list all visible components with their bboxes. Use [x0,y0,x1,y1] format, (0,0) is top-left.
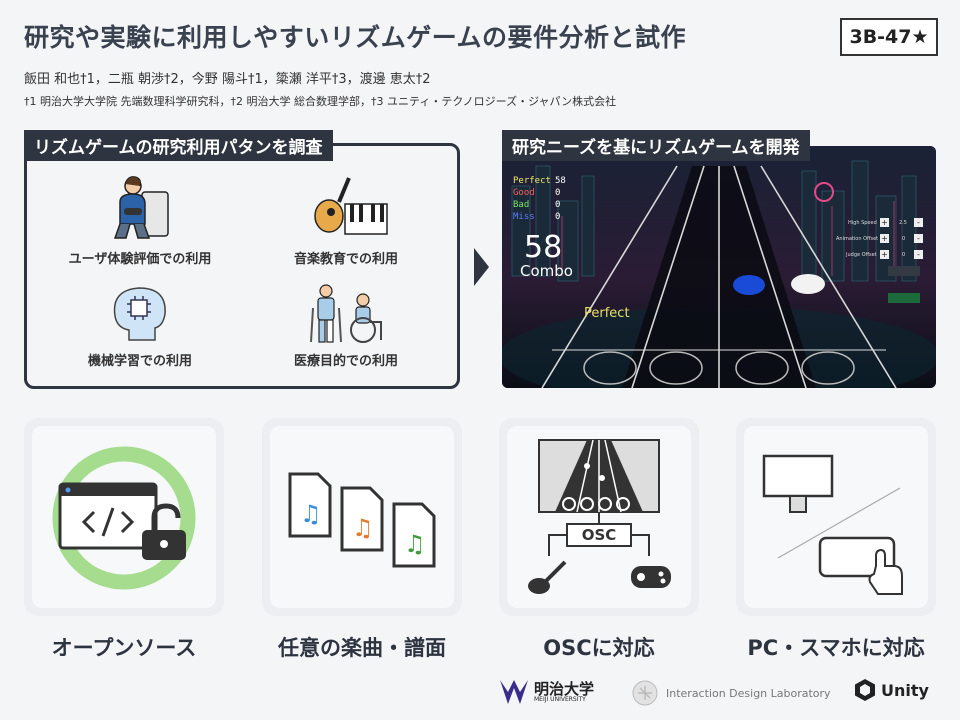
brain-chip-icon [113,287,166,341]
survey-heading: リズムゲームの研究利用パタンを調査 [24,130,333,161]
feature-card-music: ♫ ♫ ♫ [262,418,462,616]
poster-id-badge: 3B-47★ [840,18,938,56]
stat-label: Perfect [513,176,551,186]
judgement-text: Perfect [584,306,630,321]
feature-card-devices [736,418,936,616]
stat-value: 0 [555,200,561,210]
meiji-sub: MEIJI UNIVERSITY [534,695,586,703]
author-list: 飯田 和也†1，二瓶 朝渉†2，今野 陽斗†1，簗瀬 洋平†3，渡邊 恵太†2 [24,72,431,87]
use-label: 機械学習での利用 [87,354,192,369]
increase-button[interactable]: + [880,250,889,259]
poster-title: 研究や実験に利用しやすいリズムゲームの要件分析と試作 [24,23,687,52]
stat-label: Miss [513,212,535,222]
card-surface [32,426,216,608]
lab-logo: Interaction Design Laboratory [632,680,831,706]
setting-value: 0 [902,236,906,242]
increase-button[interactable]: + [880,218,889,227]
instrument-icon [314,177,388,235]
setting-label: Judge Offset [846,252,877,258]
feature-card-open-source [24,418,224,616]
feature-label: OSCに対応 [543,636,655,660]
use-machine-learning: 機械学習での利用 [50,282,230,369]
card-surface: ♫ ♫ ♫ [270,426,454,608]
setting-value: 2.5 [899,220,907,226]
unity-name: Unity [881,680,929,700]
feature-label: 任意の楽曲・譜面 [278,636,446,660]
start-button[interactable] [888,293,920,303]
decrease-button[interactable]: - [914,250,923,259]
meiji-name: 明治大学 [534,679,595,698]
decrease-button[interactable]: - [914,234,923,243]
note-glyph: ♫ [404,530,426,558]
use-label: 音楽教育での利用 [293,252,398,267]
osc-label: OSC [581,526,617,544]
use-music-education: 音楽教育での利用 [256,172,436,267]
use-label: 医療目的での利用 [293,354,398,369]
flow-arrow [474,248,489,286]
use-label: ユーザ体験評価での利用 [68,252,212,267]
apply-button[interactable] [888,266,920,276]
lab-emblem-icon [632,680,658,706]
card-surface: OSC [507,426,691,608]
use-medical: 医療目的での利用 [256,282,436,369]
stat-label: Bad [513,200,530,210]
stat-label: Good [513,188,535,198]
card-surface [744,426,928,608]
stat-value: 0 [555,212,561,222]
note-glyph: ♫ [352,514,374,542]
increase-button[interactable]: + [880,234,889,243]
game-background [502,146,936,388]
unity-cube-icon [855,679,875,701]
lab-name: Interaction Design Laboratory [666,686,831,700]
stat-value: 58 [555,176,566,186]
decrease-button[interactable]: - [914,218,923,227]
game-screenshot: Perfect 58 Good 0 Bad 0 Miss 0 58 Combo … [502,146,936,388]
gamer-icon [113,176,169,239]
stat-row: Perfect 58 [513,176,566,186]
feature-label: PC・スマホに対応 [747,636,925,660]
feature-label: オープンソース [51,636,197,660]
combo-count: 58 [524,230,563,265]
stat-row: Miss 0 [513,212,560,222]
use-ux-evaluation: ユーザ体験評価での利用 [50,172,230,267]
note-glyph: ♫ [300,500,322,528]
meiji-emblem-icon [500,680,528,704]
stat-row: Bad 0 [513,200,560,210]
feature-card-osc: OSC [499,418,699,616]
stat-value: 0 [555,188,561,198]
development-heading: 研究ニーズを基にリズムゲームを開発 [502,130,810,161]
setting-label: Animation Offset [836,236,879,242]
affiliation-list: †1 明治大学大学院 先端数理科学研究科，†2 明治大学 総合数理学部，†3 ユ… [24,95,617,108]
meiji-university-logo: 明治大学 MEIJI UNIVERSITY [498,678,594,706]
combo-label: Combo [520,262,573,280]
osc-icon [528,439,671,594]
setting-label: High Speed [848,220,877,226]
music-files-icon: ♫ ♫ ♫ [288,472,436,568]
devices-icon [762,454,903,595]
unity-logo: Unity [854,678,929,702]
stat-row: Good 0 [513,188,560,198]
patients-icon [310,284,382,343]
setting-value: 0 [902,252,906,258]
open-source-icon [52,446,196,590]
